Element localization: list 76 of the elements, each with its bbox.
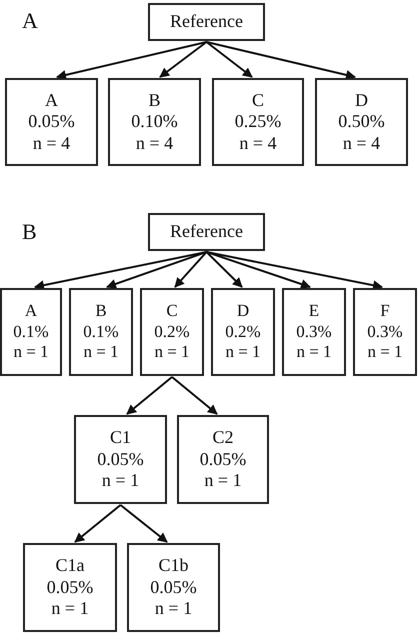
arrow [126, 376, 173, 415]
arrow [56, 41, 207, 80]
sample-box [5, 78, 98, 166]
box-text: A [24, 301, 38, 322]
box-text: n = 1 [154, 598, 192, 620]
sample-box [148, 3, 265, 41]
arrow [206, 41, 253, 78]
arrow [174, 251, 208, 288]
box-text: C1 [110, 427, 131, 449]
box-text: D [355, 90, 368, 112]
box-text: 0.3% [367, 322, 403, 342]
box-text: n = 4 [239, 132, 277, 154]
sample-box [148, 213, 265, 251]
sample-box [140, 288, 204, 376]
arrow [120, 504, 168, 543]
box-text: 0.05% [200, 448, 246, 470]
sample-box [69, 288, 133, 376]
box-text: 0.05% [150, 576, 197, 598]
box-text: E [308, 301, 320, 322]
arrow [206, 251, 311, 289]
box-text: 0.10% [131, 111, 178, 133]
box-text: n = 1 [83, 342, 119, 363]
sample-box [23, 543, 117, 632]
box-text: n = 1 [204, 470, 242, 492]
box-text: 0.2% [154, 322, 190, 342]
arrow [171, 376, 218, 415]
box-text: 0.05% [28, 111, 75, 133]
box-text: n = 1 [154, 342, 190, 363]
sample-box [74, 415, 167, 504]
sample-box [177, 415, 269, 504]
box-text: 0.2% [225, 322, 261, 342]
box-text: C [166, 301, 178, 322]
box-text: C1b [158, 555, 188, 577]
box-text: n = 4 [32, 132, 70, 154]
sample-box [127, 543, 220, 632]
sample-box [108, 78, 201, 166]
arrow [106, 251, 207, 289]
arrow [159, 41, 208, 78]
box-text: 0.05% [97, 448, 144, 470]
box-text: B [148, 90, 160, 112]
box-text: n = 1 [51, 598, 89, 620]
box-text: F [380, 301, 390, 322]
box-text: 0.05% [46, 576, 94, 598]
box-text: 0.1% [13, 322, 49, 342]
box-text: n = 1 [296, 342, 332, 363]
box-text: Reference [170, 221, 243, 243]
arrow [74, 504, 122, 543]
sample-box [0, 288, 62, 376]
box-text: n = 1 [225, 342, 261, 363]
box-text: 0.50% [338, 111, 385, 133]
arrow [206, 41, 356, 80]
arrow [34, 251, 207, 290]
box-text: C1a [56, 555, 84, 577]
box-text: n = 1 [13, 342, 49, 363]
box-text: n = 1 [367, 342, 403, 363]
box-text: C [252, 90, 264, 112]
panel-label: A [22, 10, 38, 32]
box-text: 0.3% [296, 322, 332, 342]
panel-label: B [22, 221, 37, 243]
sample-box [211, 288, 275, 376]
box-text: 0.1% [83, 322, 119, 342]
box-text: C2 [212, 427, 234, 449]
arrow [206, 251, 383, 290]
box-text: Reference [170, 11, 243, 33]
box-text: A [45, 90, 58, 112]
sample-box [353, 288, 417, 376]
sample-box [212, 78, 304, 166]
sample-box [282, 288, 346, 376]
box-text: n = 4 [342, 132, 380, 154]
box-text: n = 4 [136, 132, 174, 154]
box-text: 0.25% [234, 111, 282, 133]
box-text: D [236, 301, 250, 322]
box-text: B [95, 301, 107, 322]
sample-box [315, 78, 408, 166]
box-text: n = 1 [102, 470, 140, 492]
arrow [206, 251, 243, 288]
